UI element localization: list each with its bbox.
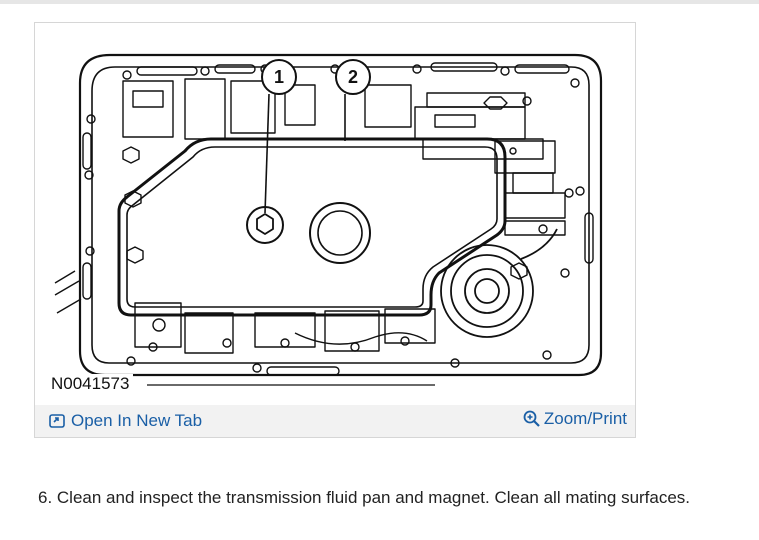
open-in-new-tab-label: Open In New Tab [71, 411, 203, 430]
transmission-pan-diagram: 1 2 [35, 23, 635, 403]
figure-id-label: N0041573 [51, 374, 134, 394]
svg-text:2: 2 [348, 67, 358, 87]
figure-card: 1 2 N0041573 Open In New Tab [34, 22, 636, 438]
callout-1: 1 [261, 59, 297, 214]
svg-text:1: 1 [274, 67, 284, 87]
callout-2: 2 [335, 59, 371, 141]
top-divider [0, 0, 759, 4]
figure-footer: Open In New Tab Zoom/Print [35, 405, 635, 437]
zoom-print-label: Zoom/Print [543, 409, 627, 428]
zoom-magnifier-icon [523, 410, 540, 427]
step-instruction: 6. Clean and inspect the transmission fl… [38, 488, 691, 507]
open-in-new-tab-link[interactable]: Open In New Tab [49, 411, 202, 431]
zoom-print-link[interactable]: Zoom/Print [523, 409, 627, 429]
open-new-tab-icon [49, 414, 65, 428]
